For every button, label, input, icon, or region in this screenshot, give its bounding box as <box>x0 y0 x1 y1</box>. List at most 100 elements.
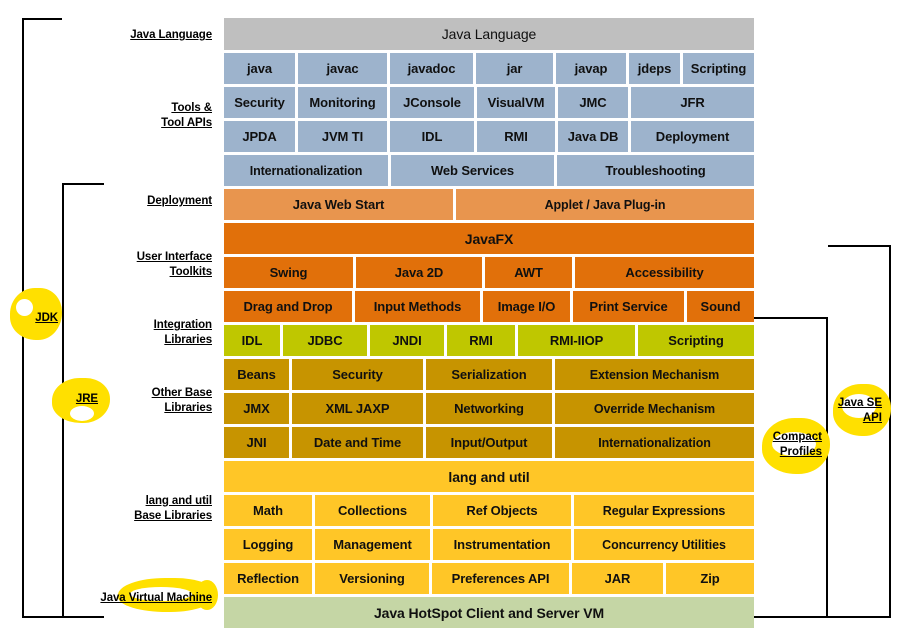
tools-row-3-cell[interactable]: RMI <box>477 121 555 152</box>
other-base-row-2-cell[interactable]: Override Mechanism <box>555 393 754 424</box>
lang-and-util-row-cell[interactable]: lang and util <box>224 461 754 492</box>
label-java-virtual-machine: Java Virtual Machine <box>30 591 212 606</box>
base-libraries-row-3-cell[interactable]: JAR <box>572 563 663 594</box>
java-se-api-highlight-hole <box>842 394 876 418</box>
tools-row-2-cell[interactable]: JMC <box>558 87 628 118</box>
javafx-row-cell[interactable]: JavaFX <box>224 223 754 254</box>
javafx-row: JavaFX <box>224 223 754 254</box>
ui-toolkits-row-2-cell[interactable]: Input Methods <box>355 291 480 322</box>
integration-libraries-row-cell[interactable]: JNDI <box>370 325 444 356</box>
other-base-row-1-cell[interactable]: Beans <box>224 359 289 390</box>
base-libraries-row-1-cell[interactable]: Collections <box>315 495 430 526</box>
java-virtual-machine-highlight-hole <box>130 587 192 601</box>
jdk-bracket-bottom-arm <box>22 616 62 618</box>
label-java-language-line-0: Java Language <box>130 29 212 41</box>
tools-row-1-cell[interactable]: java <box>224 53 295 84</box>
other-base-row-3-cell[interactable]: JNI <box>224 427 289 458</box>
tools-row-4-cell[interactable]: Web Services <box>391 155 554 186</box>
other-base-row-3-cell[interactable]: Date and Time <box>292 427 423 458</box>
tools-row-2-cell[interactable]: JFR <box>631 87 754 118</box>
base-libraries-row-1-cell[interactable]: Regular Expressions <box>574 495 754 526</box>
ui-toolkits-row-1-cell[interactable]: Swing <box>224 257 353 288</box>
tools-row-3-cell[interactable]: IDL <box>390 121 474 152</box>
label-integration-line-0: Integration <box>153 319 212 331</box>
base-libraries-row-3-cell[interactable]: Versioning <box>315 563 429 594</box>
ui-toolkits-row-2-cell[interactable]: Sound <box>687 291 754 322</box>
tools-row-1-cell[interactable]: jdeps <box>629 53 680 84</box>
label-user-interface-toolkits: User Interface Toolkits <box>30 250 212 280</box>
ui-toolkits-row-1-cell[interactable]: Accessibility <box>575 257 754 288</box>
base-libraries-row-1-cell[interactable]: Math <box>224 495 312 526</box>
tools-row-3-cell[interactable]: JVM TI <box>298 121 387 152</box>
tools-row-1-cell[interactable]: Scripting <box>683 53 754 84</box>
base-libraries-row-2-cell[interactable]: Logging <box>224 529 312 560</box>
jre-highlight-hole <box>70 406 94 421</box>
tools-row-4-cell[interactable]: Troubleshooting <box>557 155 754 186</box>
label-ui-toolkits-line-1: Toolkits <box>169 266 213 278</box>
base-libraries-row-3-cell[interactable]: Reflection <box>224 563 312 594</box>
other-base-row-1-cell[interactable]: Extension Mechanism <box>555 359 754 390</box>
label-tools-line-0: Tools & <box>171 102 212 114</box>
ui-toolkits-row-2-cell[interactable]: Print Service <box>573 291 684 322</box>
label-java-se-api-line-0: Java SE <box>837 397 882 409</box>
other-base-row-2-cell[interactable]: JMX <box>224 393 289 424</box>
ui-toolkits-row-2-cell[interactable]: Image I/O <box>483 291 570 322</box>
jre-bracket-top-arm <box>62 183 104 185</box>
tools-row-3-cell[interactable]: Deployment <box>631 121 754 152</box>
tools-row-3-cell[interactable]: JPDA <box>224 121 295 152</box>
label-java-se-api-line-1: API <box>862 412 882 424</box>
tools-row-1-cell[interactable]: javap <box>556 53 626 84</box>
base-libraries-row-2-cell[interactable]: Concurrency Utilities <box>574 529 754 560</box>
tools-row-2-cell[interactable]: JConsole <box>390 87 474 118</box>
integration-libraries-row-cell[interactable]: JDBC <box>283 325 367 356</box>
other-base-row-1-cell[interactable]: Serialization <box>426 359 552 390</box>
label-lang-and-util-base-libraries: lang and util Base Libraries <box>30 494 212 524</box>
tools-row-4-cell[interactable]: Internationalization <box>224 155 388 186</box>
label-other-base-libraries: Other Base Libraries <box>30 386 212 416</box>
integration-libraries-row-cell[interactable]: IDL <box>224 325 280 356</box>
lang-and-util-row: lang and util <box>224 461 754 492</box>
deployment-row-cell[interactable]: Applet / Java Plug-in <box>456 189 754 220</box>
base-libraries-row-2-cell[interactable]: Management <box>315 529 430 560</box>
compact-profiles-bracket-vertical <box>826 317 828 618</box>
base-libraries-row-3-cell[interactable]: Zip <box>666 563 754 594</box>
deployment-row-cell[interactable]: Java Web Start <box>224 189 453 220</box>
base-libraries-row-1-cell[interactable]: Ref Objects <box>433 495 571 526</box>
jvm-row-cell[interactable]: Java HotSpot Client and Server VM <box>224 597 754 628</box>
integration-libraries-row-cell[interactable]: RMI <box>447 325 515 356</box>
integration-libraries-row-cell[interactable]: RMI-IIOP <box>518 325 635 356</box>
other-base-row-2-cell[interactable]: Networking <box>426 393 552 424</box>
tools-row-2-cell[interactable]: Security <box>224 87 295 118</box>
ui-toolkits-row-1-cell[interactable]: AWT <box>485 257 572 288</box>
base-libraries-row-3-cell[interactable]: Preferences API <box>432 563 569 594</box>
label-java-se-api: Java SE API <box>824 396 882 426</box>
ui-toolkits-row-1-cell[interactable]: Java 2D <box>356 257 482 288</box>
label-other-base-line-1: Libraries <box>164 402 212 414</box>
label-integration-line-1: Libraries <box>164 334 212 346</box>
other-base-row-3-cell[interactable]: Internationalization <box>555 427 754 458</box>
tools-row-2-cell[interactable]: Monitoring <box>298 87 387 118</box>
tools-row-1-cell[interactable]: jar <box>476 53 553 84</box>
java-language-row-cell[interactable]: Java Language <box>224 18 754 50</box>
ui-toolkits-row-2-cell[interactable]: Drag and Drop <box>224 291 352 322</box>
label-ui-toolkits-line-0: User Interface <box>136 251 212 263</box>
tools-row-1-cell[interactable]: javadoc <box>390 53 473 84</box>
label-lang-util-line-0: lang and util <box>145 495 213 507</box>
base-libraries-row-2-cell[interactable]: Instrumentation <box>433 529 571 560</box>
other-base-row-2-cell[interactable]: XML JAXP <box>292 393 423 424</box>
tools-row-3-cell[interactable]: Java DB <box>558 121 628 152</box>
other-base-row-3-cell[interactable]: Input/Output <box>426 427 552 458</box>
label-integration-libraries: Integration Libraries <box>30 318 212 348</box>
integration-libraries-row-cell[interactable]: Scripting <box>638 325 754 356</box>
tools-row-1-cell[interactable]: javac <box>298 53 387 84</box>
label-jdk-line-0: JDK <box>35 312 58 324</box>
other-base-row-1-cell[interactable]: Security <box>292 359 423 390</box>
tools-row-2-cell[interactable]: VisualVM <box>477 87 555 118</box>
